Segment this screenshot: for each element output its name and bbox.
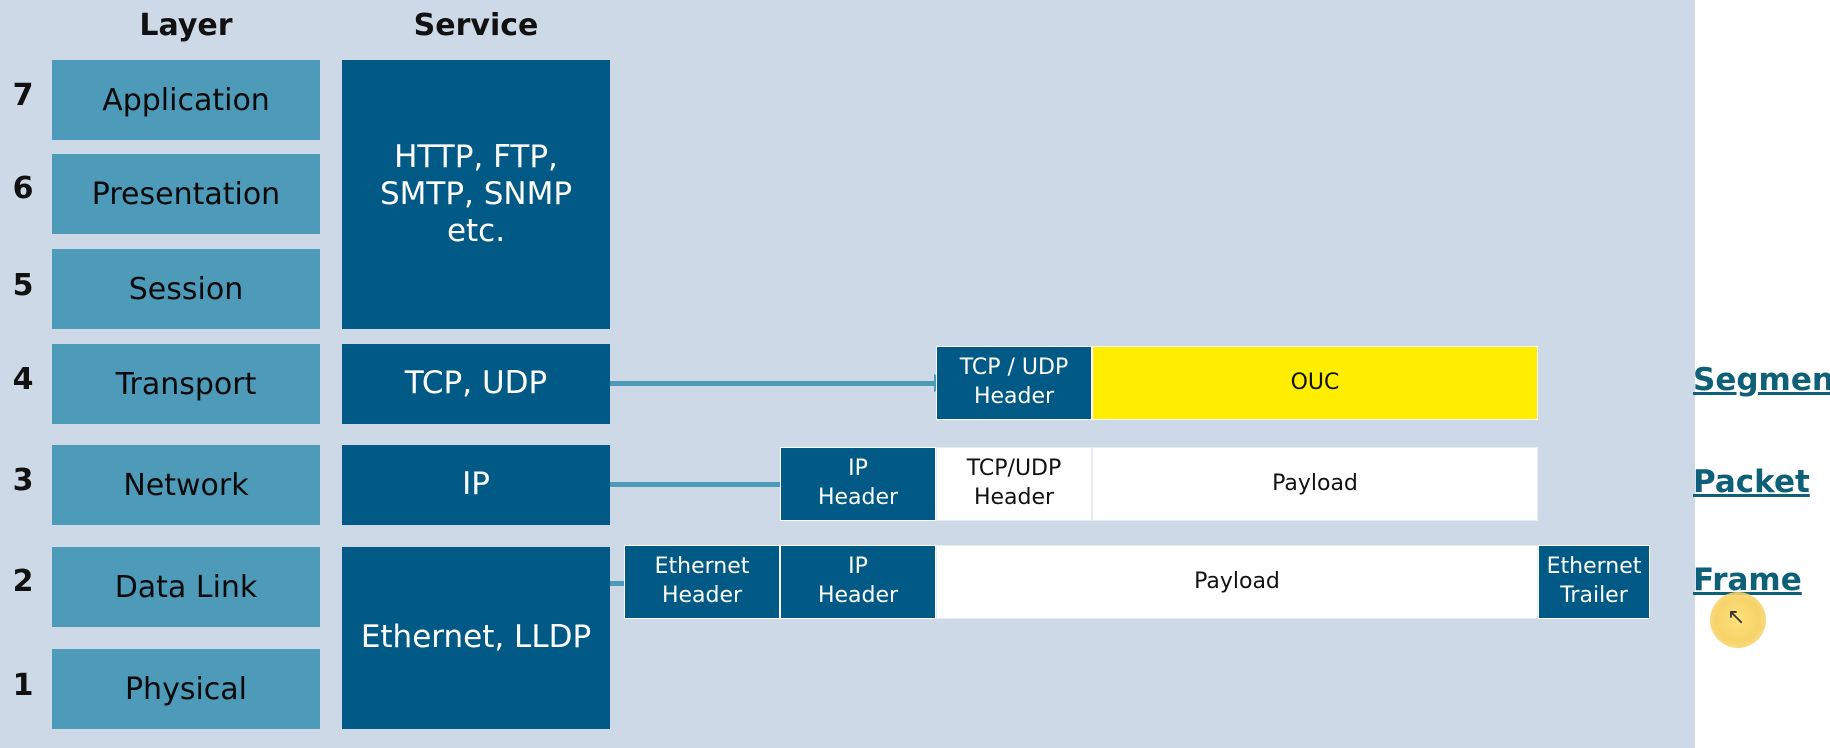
layer-presentation: Presentation (52, 154, 320, 234)
layer-number-1: 1 (12, 668, 34, 703)
layer-physical: Physical (52, 649, 320, 729)
layer-data-link: Data Link (52, 547, 320, 627)
layer-network: Network (52, 445, 320, 525)
layer-column-header: Layer (139, 8, 233, 43)
layer-number-3: 3 (12, 463, 34, 498)
arrow-link (610, 581, 632, 586)
layer-transport: Transport (52, 344, 320, 424)
layer-number-5: 5 (12, 268, 34, 303)
segment-payload-ouc: OUC (1092, 346, 1538, 420)
pdu-label-segment[interactable]: Segment (1693, 362, 1830, 398)
arrow-network (610, 482, 784, 487)
frame-ethernet-header: Ethernet Header (624, 545, 780, 619)
arrow-transport (610, 381, 940, 386)
layer-number-7: 7 (12, 78, 34, 113)
pdu-label-frame[interactable]: Frame (1693, 562, 1802, 598)
service-link: Ethernet, LLDP (342, 547, 610, 729)
service-transport: TCP, UDP (342, 344, 610, 424)
service-column-header: Service (413, 8, 539, 43)
pdu-label-packet[interactable]: Packet (1693, 464, 1810, 500)
layer-number-6: 6 (12, 171, 34, 206)
service-network: IP (342, 445, 610, 525)
layer-session: Session (52, 249, 320, 329)
service-upper-layers: HTTP, FTP, SMTP, SNMP etc. (342, 60, 610, 329)
layer-number-4: 4 (12, 362, 34, 397)
packet-payload: Payload (1092, 447, 1538, 521)
cursor-highlight (1710, 592, 1766, 648)
layer-application: Application (52, 60, 320, 140)
packet-tcp-udp-header: TCP/UDP Header (936, 447, 1092, 521)
frame-ip-header: IP Header (780, 545, 936, 619)
mouse-pointer-icon: ↖ (1727, 605, 1746, 630)
frame-ethernet-trailer: Ethernet Trailer (1538, 545, 1650, 619)
segment-tcp-udp-header: TCP / UDP Header (936, 346, 1092, 420)
frame-payload: Payload (936, 545, 1538, 619)
layer-number-2: 2 (12, 564, 34, 599)
packet-ip-header: IP Header (780, 447, 936, 521)
